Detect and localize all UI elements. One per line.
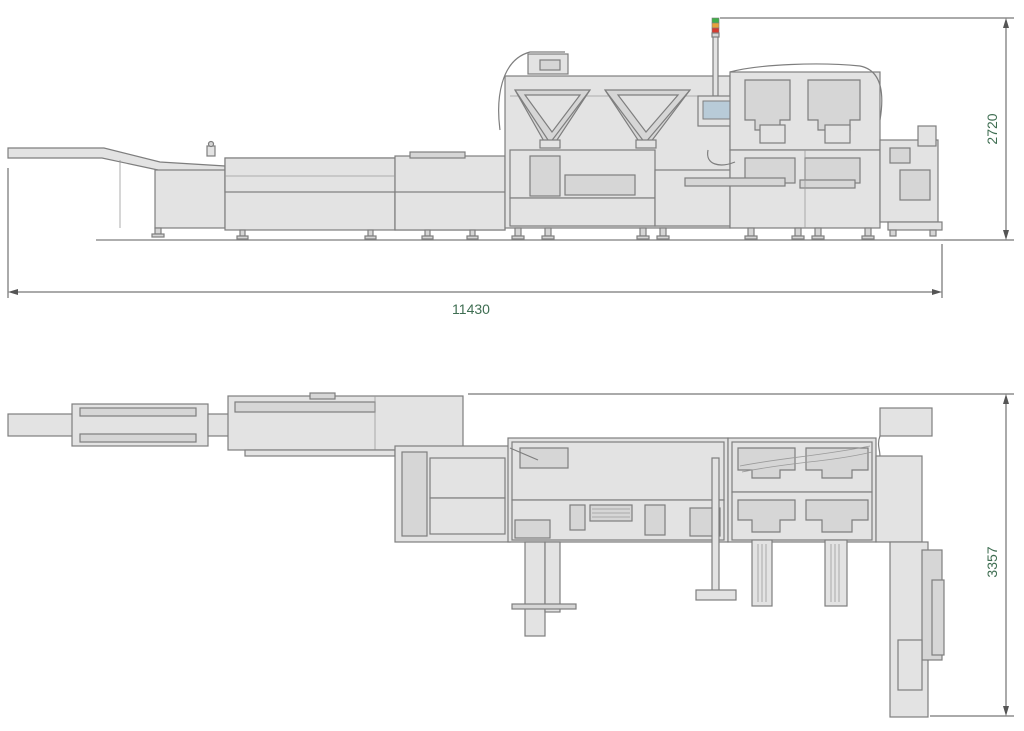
- infeed-conveyor: [7, 140, 226, 238]
- signal-light-green: [711, 17, 720, 24]
- discharge-unit-plan: [875, 455, 945, 718]
- width-dimension: [468, 393, 1014, 717]
- main-housing-plan: [507, 437, 729, 543]
- transport-section-plan: [227, 392, 511, 543]
- transport-section: [224, 151, 506, 240]
- infeed-conveyor-plan: [7, 403, 231, 447]
- width-dimension-label: 3357: [984, 546, 1000, 577]
- plan-view: 3357: [7, 392, 1014, 718]
- side-elevation-view: 11430 2720: [7, 17, 1014, 317]
- right-housing-plan: [727, 437, 877, 607]
- operator-stand: [511, 457, 737, 637]
- height-dimension: [720, 17, 1014, 241]
- right-housing: [684, 63, 883, 240]
- signal-tower: [711, 17, 720, 97]
- length-dimension-label: 11430: [452, 301, 490, 317]
- discharge-unit: [879, 125, 943, 237]
- signal-light-amber: [711, 22, 720, 29]
- height-dimension-label: 2720: [984, 113, 1000, 144]
- length-dimension: [7, 168, 943, 298]
- control-cabinet-plan: [875, 407, 933, 463]
- signal-light-red: [711, 27, 720, 34]
- main-housing: [498, 51, 731, 240]
